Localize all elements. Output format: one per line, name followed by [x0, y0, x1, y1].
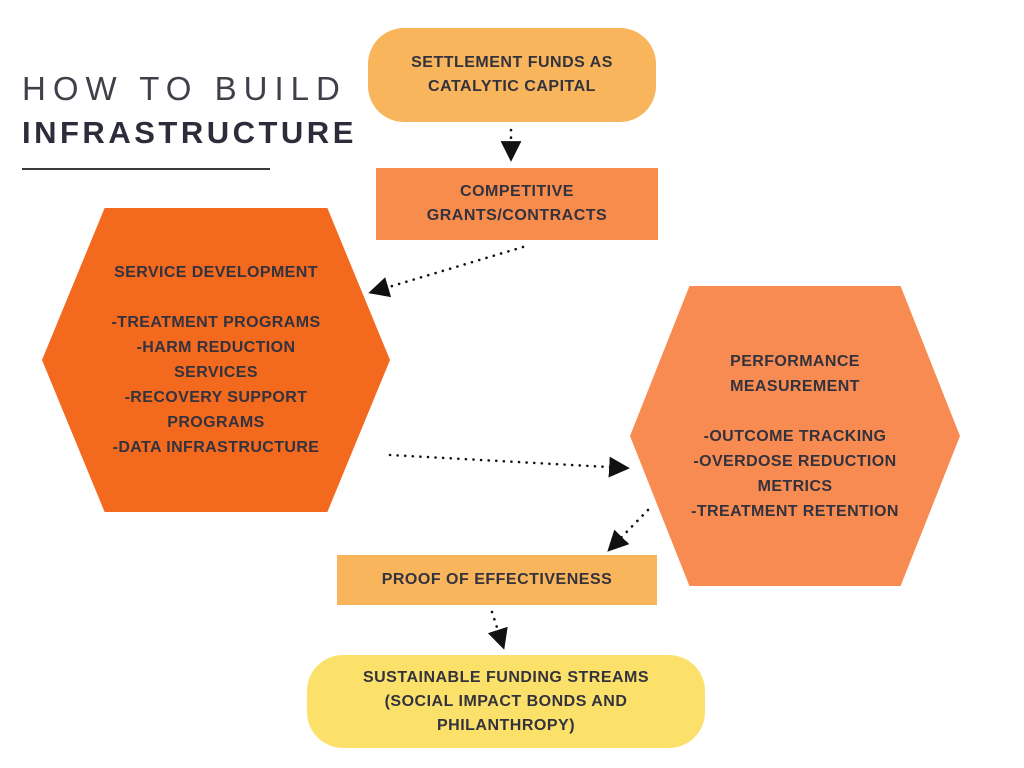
node-sustainable-funding-label: SUSTAINABLE FUNDING STREAMS (SOCIAL IMPA… — [362, 668, 650, 734]
performance-item-overdose-reduction: -OVERDOSE REDUCTION METRICS — [693, 452, 897, 495]
arrow-performance-to-proof — [607, 508, 650, 552]
service-development-content: SERVICE DEVELOPMENT -TREATMENT PROGRAMS … — [96, 260, 336, 460]
arrow-proof-to-sustainable — [487, 610, 508, 650]
arrow-service-to-performance — [388, 453, 630, 478]
node-settlement-funds: SETTLEMENT FUNDS AS CATALYTIC CAPITAL — [368, 28, 656, 122]
page-title: HOW TO BUILD INFRASTRUCTURE — [22, 70, 362, 170]
spacer — [96, 285, 336, 310]
service-item-harm-reduction: -HARM REDUCTION SERVICES — [136, 339, 296, 381]
node-proof-of-effectiveness-label: PROOF OF EFFECTIVENESS — [381, 571, 613, 588]
arrow-grants-to-service — [368, 245, 525, 298]
node-sustainable-funding: SUSTAINABLE FUNDING STREAMS (SOCIAL IMPA… — [307, 655, 705, 748]
service-item-data-infrastructure: -DATA INFRASTRUCTURE — [112, 439, 320, 456]
spacer — [678, 399, 912, 424]
performance-item-outcome-tracking: -OUTCOME TRACKING — [703, 427, 887, 445]
node-competitive-grants: COMPETITIVE GRANTS/CONTRACTS — [376, 168, 658, 240]
title-underline — [22, 168, 270, 170]
service-item-recovery-support: -RECOVERY SUPPORT PROGRAMS — [124, 389, 308, 431]
node-service-development: SERVICE DEVELOPMENT -TREATMENT PROGRAMS … — [42, 208, 390, 512]
service-development-heading: SERVICE DEVELOPMENT — [114, 264, 318, 281]
node-competitive-grants-label: COMPETITIVE GRANTS/CONTRACTS — [426, 183, 608, 224]
performance-measurement-heading: PERFORMANCE MEASUREMENT — [730, 352, 860, 395]
performance-item-treatment-retention: -TREATMENT RETENTION — [691, 502, 899, 520]
title-line-2: INFRASTRUCTURE — [22, 115, 357, 150]
service-item-treatment-programs: -TREATMENT PROGRAMS — [111, 314, 321, 331]
node-performance-measurement: PERFORMANCE MEASUREMENT -OUTCOME TRACKIN… — [630, 286, 960, 586]
title-line-1: HOW TO BUILD — [22, 70, 347, 107]
node-proof-of-effectiveness: PROOF OF EFFECTIVENESS — [337, 555, 657, 605]
node-settlement-funds-label: SETTLEMENT FUNDS AS CATALYTIC CAPITAL — [411, 54, 613, 95]
performance-measurement-content: PERFORMANCE MEASUREMENT -OUTCOME TRACKIN… — [678, 349, 912, 524]
